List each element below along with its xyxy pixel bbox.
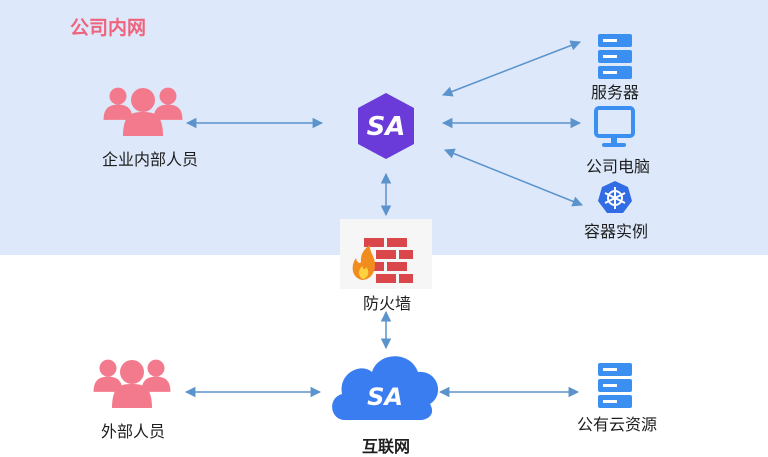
arrow-gateway-container [444,148,583,207]
pc-label: 公司电脑 [585,157,651,176]
kubernetes-icon [598,181,632,213]
container-label: 容器实例 [583,222,649,241]
external-staff-icon [93,359,171,408]
internet-label: 互联网 [361,437,411,456]
public-cloud-server-icon [598,363,632,408]
sa-gateway-icon: SA [358,93,414,159]
sa-cloud-logo-text: SA [367,383,403,411]
public-cloud-label: 公有云资源 [576,415,658,434]
internal-network-title: 公司内网 [70,17,147,39]
firewall-icon [340,219,432,289]
internal-staff-icon [103,87,183,136]
external-staff-label: 外部人员 [100,422,166,441]
monitor-icon [594,106,635,147]
connection-arrows [184,40,583,398]
internal-staff-label: 企业内部人员 [101,150,199,169]
arrow-gateway-server [442,40,581,97]
internet-cloud-icon: SA [332,356,439,420]
sa-logo-text: SA [367,112,406,142]
server-label: 服务器 [590,83,640,102]
server-icon [598,34,632,79]
firewall-label: 防火墙 [362,294,412,313]
